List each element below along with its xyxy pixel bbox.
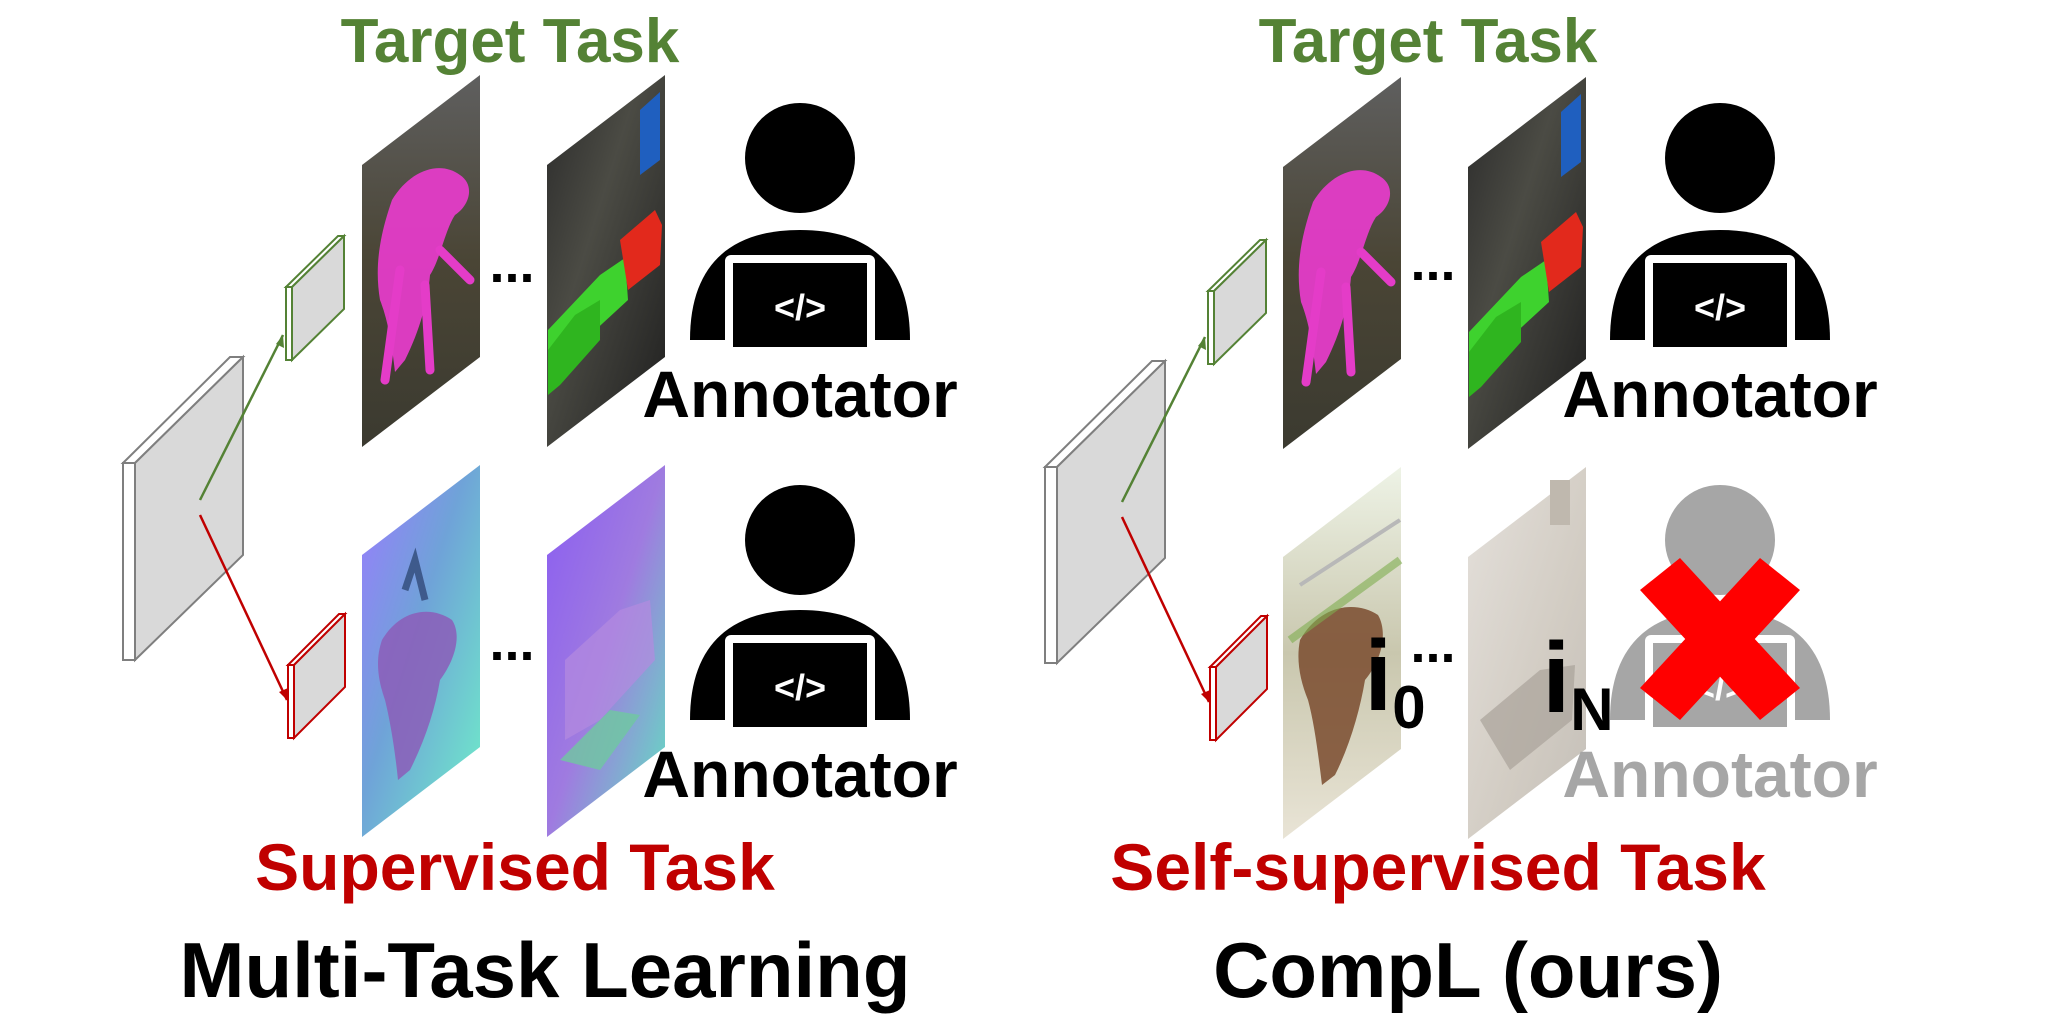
- left-annotator-top: </> Annotator: [642, 103, 958, 431]
- right-target-task-title: Target Task: [1259, 7, 1598, 76]
- left-supervised-head: [285, 611, 348, 741]
- right-annotator-bottom-label: Annotator: [1562, 737, 1877, 811]
- code-symbol: </>: [1694, 287, 1746, 328]
- left-target-image-horse: [362, 75, 480, 447]
- right-selfsup-task-title: Self-supervised Task: [1110, 830, 1766, 904]
- person-head-icon: [1665, 485, 1775, 595]
- person-head-icon: [745, 485, 855, 595]
- right-annotator-top-label: Annotator: [1562, 357, 1877, 431]
- left-target-task-title: Target Task: [341, 7, 680, 76]
- image-label-i0: i0: [1364, 620, 1425, 741]
- left-target-arrow: [198, 334, 285, 501]
- code-symbol: </>: [774, 667, 826, 708]
- right-selfsup-head: [1207, 613, 1270, 743]
- left-encoder-block: [120, 354, 246, 663]
- left-supervised-image-horse: [362, 465, 480, 837]
- image-label-iN: iN: [1542, 622, 1613, 743]
- person-head-icon: [745, 103, 855, 213]
- right-bottom-ellipsis: ...: [1410, 614, 1455, 674]
- right-target-arrow: [1120, 336, 1207, 503]
- right-caption: CompL (ours): [1213, 926, 1723, 1014]
- left-target-image-room: [547, 75, 665, 447]
- right-target-image-horse: [1283, 77, 1401, 449]
- left-target-head: [283, 233, 347, 363]
- right-encoder-block: [1042, 358, 1168, 666]
- right-selfsup-image-horse: [1283, 467, 1403, 839]
- red-cross-icon: [1640, 558, 1800, 720]
- code-symbol: </>: [774, 287, 826, 328]
- left-bottom-ellipsis: ...: [489, 612, 534, 672]
- right-selfsup-image-room: [1468, 467, 1586, 839]
- left-supervised-task-title: Supervised Task: [255, 830, 775, 904]
- right-target-image-room: [1468, 77, 1586, 449]
- left-supervised-arrow: [198, 514, 289, 701]
- right-selfsup-arrow: [1120, 516, 1211, 703]
- right-panel: Target Task ...: [1042, 7, 1878, 1014]
- right-target-head: [1205, 237, 1269, 367]
- right-annotator-bottom-removed: </> Annotator: [1562, 485, 1878, 811]
- left-top-ellipsis: ...: [489, 234, 534, 294]
- left-caption: Multi-Task Learning: [180, 926, 911, 1014]
- left-panel: Target Task ...: [120, 7, 958, 1014]
- left-supervised-image-room: [547, 465, 665, 837]
- left-annotator-bottom: </> Annotator: [642, 485, 958, 811]
- right-top-ellipsis: ...: [1410, 232, 1455, 292]
- left-annotator-bottom-label: Annotator: [642, 737, 957, 811]
- person-head-icon: [1665, 103, 1775, 213]
- left-annotator-top-label: Annotator: [642, 357, 957, 431]
- right-annotator-top: </> Annotator: [1562, 103, 1878, 431]
